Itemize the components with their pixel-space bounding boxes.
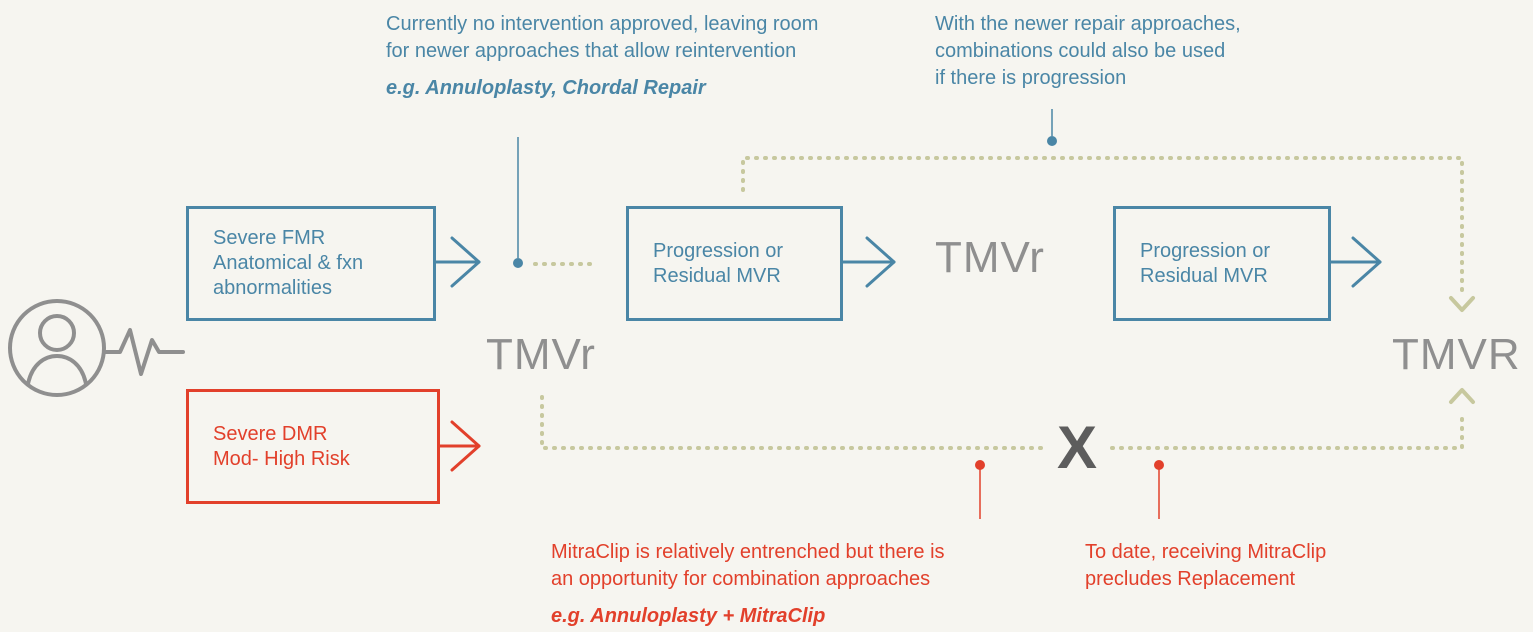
note-line: Currently no intervention approved, leav…: [386, 13, 819, 35]
box-line: Anatomical & fxn: [213, 252, 364, 274]
arrow-dmr-icon: [438, 420, 481, 472]
note-line: combinations could also be used: [935, 40, 1226, 62]
box-line: Residual MVR: [653, 264, 781, 287]
note-line: an opportunity for combination approache…: [551, 568, 931, 590]
note-mitraclip-entrenched: MitraClip is relatively entrenched but t…: [551, 539, 945, 630]
box-line: Severe DMR: [213, 422, 328, 445]
box-line: Severe FMR: [213, 227, 326, 249]
note-example: e.g. Annuloplasty + MitraClip: [551, 605, 826, 627]
box-progression-2: Progression or Residual MVR: [1113, 206, 1331, 321]
box-line: Progression or: [653, 239, 784, 262]
note-line: for newer approaches that allow reinterv…: [386, 40, 797, 62]
note-line: if there is progression: [935, 67, 1127, 89]
arrow-progression2-icon: [1329, 236, 1382, 288]
note-line: MitraClip is relatively entrenched but t…: [551, 541, 945, 563]
label-tmvr-repair-1: TMVr: [486, 330, 596, 379]
note-line: To date, receiving MitraClip: [1085, 541, 1327, 563]
person-heartbeat-icon: [8, 299, 185, 397]
callout-pin-bottom-left: [975, 460, 985, 519]
label-tmvr-repair-2: TMVr: [935, 233, 1045, 282]
note-no-intervention: Currently no intervention approved, leav…: [386, 11, 818, 102]
dotted-bottom-path-left: [540, 395, 1050, 450]
chevron-down-icon: [1449, 296, 1475, 312]
note-newer-repair: With the newer repair approaches, combin…: [935, 11, 1241, 92]
chevron-up-icon: [1449, 388, 1475, 404]
box-line: Progression or: [1140, 239, 1271, 262]
callout-pin-top-left: [513, 137, 523, 268]
label-tmvr-replacement: TMVR: [1392, 330, 1521, 379]
note-line: precludes Replacement: [1085, 568, 1296, 590]
callout-pin-top-right: [1047, 109, 1057, 146]
dotted-bottom-path-right: [1110, 410, 1464, 450]
dotted-top-bypass: [741, 156, 1464, 300]
note-precludes-replacement: To date, receiving MitraClip precludes R…: [1085, 539, 1326, 593]
box-progression-1: Progression or Residual MVR: [626, 206, 843, 321]
callout-pin-bottom-right: [1154, 460, 1164, 519]
box-line: abnormalities: [213, 277, 332, 299]
blocked-x-mark: X: [1057, 414, 1098, 481]
arrow-fmr-icon: [434, 236, 481, 288]
arrow-progression1-icon: [841, 236, 896, 288]
box-severe-dmr: Severe DMR Mod- High Risk: [186, 389, 440, 504]
note-example: e.g. Annuloplasty, Chordal Repair: [386, 77, 706, 99]
box-line: Residual MVR: [1140, 264, 1268, 287]
box-line: Mod- High Risk: [213, 447, 350, 470]
box-severe-fmr: Severe FMR Anatomical & fxn abnormalitie…: [186, 206, 436, 321]
note-line: With the newer repair approaches,: [935, 13, 1241, 35]
